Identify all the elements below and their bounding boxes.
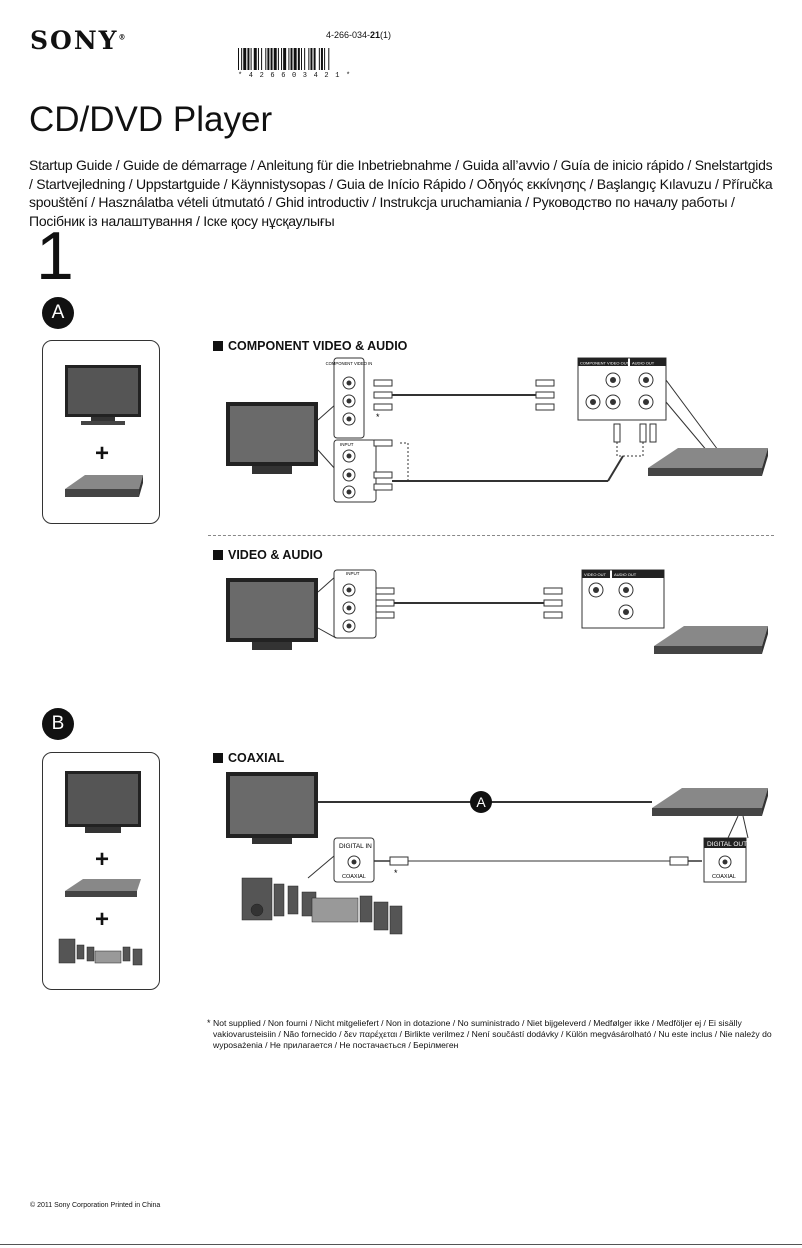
- svg-text:INPUT: INPUT: [346, 571, 360, 576]
- part-number: 4-266-034-21(1): [326, 30, 392, 40]
- barcode: [238, 48, 330, 70]
- plus-sign: +: [95, 846, 109, 873]
- section-a-badge: A: [42, 297, 74, 329]
- svg-text:A: A: [476, 794, 486, 810]
- barcode-text: * 4 2 6 6 0 3 4 2 1 *: [238, 72, 352, 80]
- section-a-devices: +: [65, 365, 143, 497]
- dvd-player-icon: [654, 626, 768, 654]
- svg-text:AUDIO OUT: AUDIO OUT: [632, 361, 655, 366]
- video-audio-diagram: INPUT VIDEO OUT AUDIO OUT: [226, 569, 768, 654]
- footnote: * Not supplied / Non fourni / Nicht mitg…: [207, 1018, 772, 1050]
- svg-text:DIGITAL IN: DIGITAL IN: [339, 843, 372, 850]
- digital-out-panel: DIGITAL OUT COAXIAL: [703, 837, 747, 883]
- hdmi-cable-badge: A: [470, 791, 492, 813]
- tv-icon: [226, 402, 318, 474]
- svg-text:*: *: [376, 412, 380, 422]
- component-video-in-panel: COMPONENT VIDEO IN: [326, 357, 373, 439]
- player-output-panel: VIDEO OUT AUDIO OUT: [581, 569, 665, 629]
- input-panel: INPUT: [333, 439, 377, 503]
- svg-text:COMPONENT VIDEO IN: COMPONENT VIDEO IN: [326, 361, 373, 366]
- section-b-devices-box: + +: [42, 752, 160, 990]
- section-b-badge: B: [42, 708, 74, 740]
- plus-sign: +: [95, 906, 109, 933]
- svg-text:AUDIO OUT: AUDIO OUT: [614, 572, 637, 577]
- home-theater-icon: [241, 877, 403, 935]
- copyright: © 2011 Sony Corporation Printed in China: [30, 1202, 161, 1209]
- tv-icon: [226, 578, 318, 650]
- tv-icon: [226, 772, 318, 844]
- component-diagram: COMPONENT VIDEO IN INPUT * COMPONENT VID…: [226, 357, 768, 503]
- svg-text:*: *: [394, 868, 398, 878]
- page-title: CD/DVD Player: [29, 100, 273, 139]
- svg-text:DIGITAL OUT: DIGITAL OUT: [707, 841, 747, 848]
- svg-text:COAXIAL: COAXIAL: [712, 874, 736, 880]
- divider: [208, 535, 774, 536]
- coaxial-diagram: A DIGITAL IN COAXIAL * DIGITAL OUT COAXI…: [226, 772, 768, 935]
- bottom-rule: [0, 1244, 802, 1245]
- sony-logo: SONY®: [30, 26, 126, 55]
- section-b-devices: + +: [58, 771, 143, 966]
- input-panel: INPUT: [333, 569, 377, 639]
- digital-in-panel: DIGITAL IN COAXIAL: [333, 837, 375, 883]
- section-a-devices-box: +: [42, 340, 160, 524]
- svg-text:INPUT: INPUT: [340, 442, 354, 447]
- page-subtitle: Startup Guide / Guide de démarrage / Anl…: [29, 157, 773, 229]
- component-heading: COMPONENT VIDEO & AUDIO: [213, 339, 407, 353]
- svg-text:VIDEO OUT: VIDEO OUT: [584, 572, 607, 577]
- dvd-player-icon: [652, 788, 768, 816]
- plus-sign: +: [95, 440, 109, 467]
- dvd-player-icon: [648, 448, 768, 476]
- tv-icon: [65, 365, 141, 425]
- dvd-player-icon: [65, 475, 143, 497]
- video-audio-heading: VIDEO & AUDIO: [213, 548, 323, 562]
- player-output-panel: COMPONENT VIDEO OUT AUDIO OUT: [577, 357, 667, 421]
- tv-icon: [65, 771, 141, 833]
- coaxial-heading: COAXIAL: [213, 751, 284, 765]
- dvd-player-icon: [65, 879, 141, 897]
- svg-text:COMPONENT VIDEO OUT: COMPONENT VIDEO OUT: [580, 361, 630, 366]
- step-number: 1: [36, 218, 74, 294]
- svg-text:COAXIAL: COAXIAL: [342, 874, 366, 880]
- home-theater-icon: [58, 938, 143, 966]
